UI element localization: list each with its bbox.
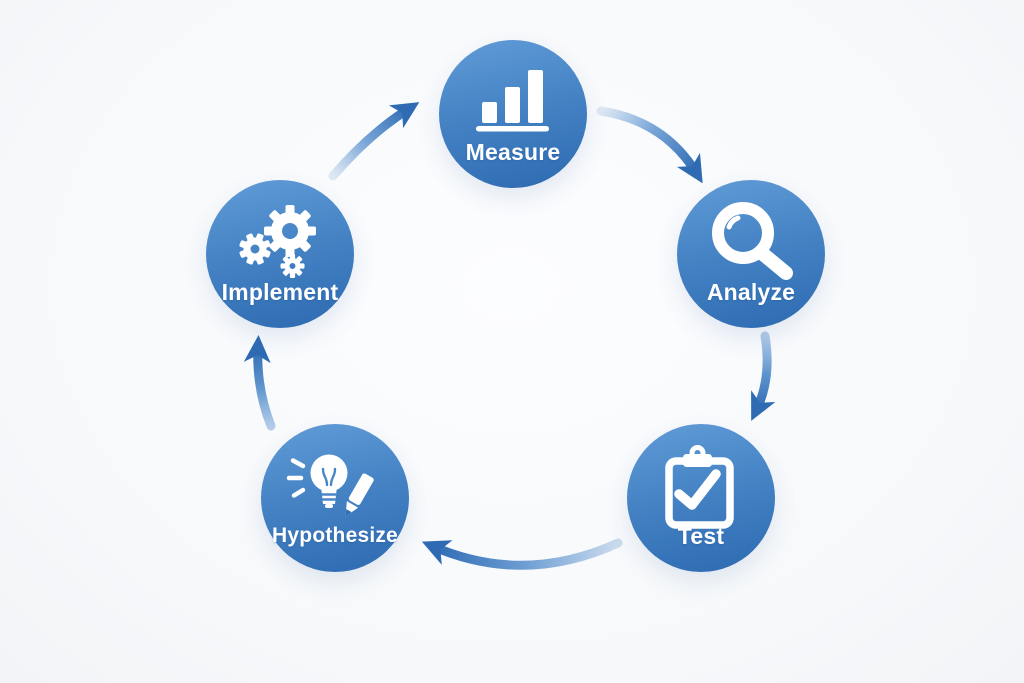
node-hypothesize: Hypothesize (261, 424, 409, 572)
arrow-measure-to-analyze (596, 106, 703, 184)
arrow-test-to-hypothesize (421, 538, 623, 570)
magnifier-icon (712, 202, 793, 280)
arrow-implement-to-measure (328, 102, 420, 181)
node-label: Test (677, 523, 725, 549)
arrow-analyze-to-test (751, 331, 776, 421)
arrow-hypothesize-to-implement (243, 334, 276, 431)
node-label: Implement (221, 279, 339, 305)
node-measure: Measure (439, 40, 587, 188)
node-implement: Implement (206, 180, 354, 328)
clipboard-check-icon (665, 445, 734, 529)
node-label: Hypothesize (272, 524, 398, 547)
node-analyze: Analyze (677, 180, 825, 328)
gears-icon (239, 205, 316, 278)
bar-chart-icon (476, 70, 549, 132)
lightbulb-pencil-icon (286, 454, 374, 517)
node-label: Measure (465, 139, 561, 165)
node-test: Test (627, 424, 775, 572)
node-label: Analyze (706, 279, 796, 305)
